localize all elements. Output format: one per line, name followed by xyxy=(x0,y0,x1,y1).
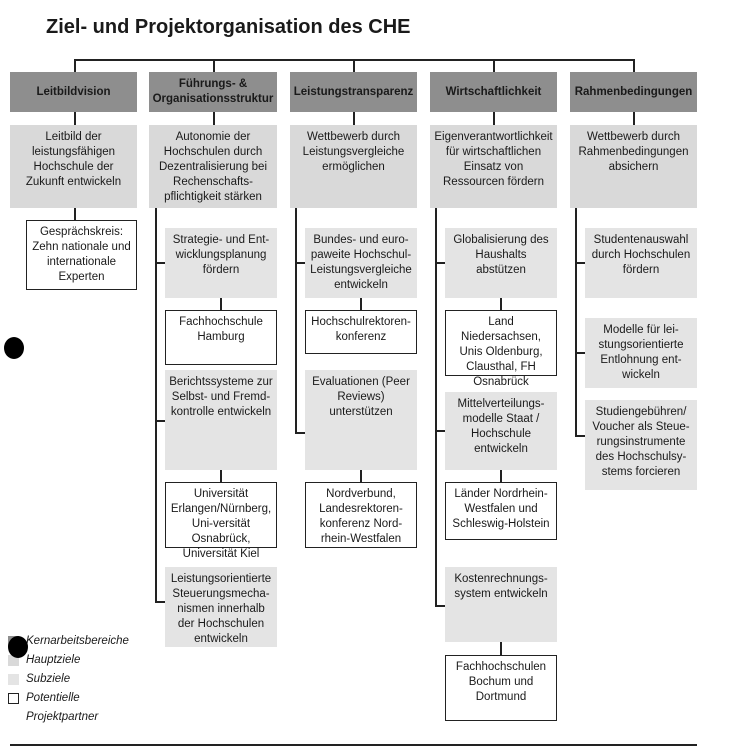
branch xyxy=(575,262,585,264)
branch xyxy=(435,262,445,264)
bottom-rule xyxy=(10,744,697,746)
swatch-medium xyxy=(8,655,19,666)
swatch-light xyxy=(8,674,19,685)
punch-hole-mark xyxy=(8,636,28,658)
main-goal: Eigenverantwortlichkeit für wirtschaftli… xyxy=(430,125,557,208)
partner-box: Fachhochschule Hamburg xyxy=(165,310,277,365)
branch xyxy=(575,435,585,437)
legend-label: Kernarbeitsbereiche xyxy=(26,635,129,647)
connector xyxy=(360,470,362,482)
legend-item-partner-cont: Projektpartner xyxy=(8,708,129,727)
partner-box: Universität Erlangen/Nürnberg, Uni-versi… xyxy=(165,482,277,560)
legend: Kernarbeitsbereiche Hauptziele Subziele … xyxy=(8,632,129,727)
header-leitbildvision: Leitbildvision xyxy=(10,72,137,112)
connector xyxy=(353,112,355,125)
branch xyxy=(155,262,165,264)
legend-item-haupt: Hauptziele xyxy=(8,651,129,670)
connector xyxy=(360,298,362,310)
connector xyxy=(633,112,635,125)
main-goal: Autonomie der Hochschulen durch Dezentra… xyxy=(149,125,277,208)
header-fuehrungsstruktur: Führungs- & Organisationsstruktur xyxy=(149,72,277,112)
main-goal: Leitbild der leistungsfähigen Hochschule… xyxy=(10,125,137,208)
sub-goal: Kostenrechnungs-system entwickeln xyxy=(445,567,557,642)
partner-box: Hochschulrektoren-konferenz xyxy=(305,310,417,354)
connector xyxy=(493,112,495,125)
sub-goal: Studiengebühren/ Voucher als Steue-rungs… xyxy=(585,400,697,490)
main-goal: Wettbewerb durch Leistungsvergleiche erm… xyxy=(290,125,417,208)
spine xyxy=(295,208,297,433)
branch xyxy=(435,430,445,432)
connector xyxy=(213,112,215,125)
swatch-outline xyxy=(8,693,19,704)
connector xyxy=(74,59,76,72)
legend-label: Hauptziele xyxy=(26,654,81,666)
connector xyxy=(220,470,222,482)
branch xyxy=(155,601,165,603)
branch xyxy=(155,420,165,422)
connector xyxy=(500,642,502,655)
legend-label: Potentielle xyxy=(26,692,80,704)
branch xyxy=(435,605,445,607)
legend-item-sub: Subziele xyxy=(8,670,129,689)
partner-box: Nordverbund, Landesrektoren-konferenz No… xyxy=(305,482,417,548)
sub-goal: Evaluationen (Peer Reviews) unterstützen xyxy=(305,370,417,470)
partner-box: Gesprächskreis: Zehn nationale und inter… xyxy=(26,220,137,290)
connector xyxy=(213,59,215,72)
main-goal: Wettbewerb durch Rahmenbedingungen absic… xyxy=(570,125,697,208)
connector xyxy=(500,470,502,482)
legend-item-partner: Potentielle xyxy=(8,689,129,708)
sub-goal: Strategie- und Ent-wicklungsplanung förd… xyxy=(165,228,277,298)
punch-hole-mark xyxy=(4,337,24,359)
connector xyxy=(74,208,76,220)
sub-goal: Bundes- und euro-paweite Hochschul-Leist… xyxy=(305,228,417,298)
partner-box: Länder Nordrhein-Westfalen und Schleswig… xyxy=(445,482,557,540)
connector xyxy=(493,59,495,72)
sub-goal: Berichtssysteme zur Selbst- und Fremd-ko… xyxy=(165,370,277,470)
branch xyxy=(295,432,305,434)
connector xyxy=(220,298,222,310)
connector xyxy=(74,112,76,125)
sub-goal: Studentenauswahl durch Hochschulen förde… xyxy=(585,228,697,298)
sub-goal: Modelle für lei-stungsorientierte Entloh… xyxy=(585,318,697,388)
partner-box: Fachhochschulen Bochum und Dortmund xyxy=(445,655,557,721)
sub-goal: Globalisierung des Haushalts abstützen xyxy=(445,228,557,298)
header-leistungstransparenz: Leistungstransparenz xyxy=(290,72,417,112)
branch xyxy=(295,262,305,264)
connector xyxy=(633,59,635,72)
sub-goal: Leistungsorientierte Steuerungsmecha-nis… xyxy=(165,567,277,647)
header-wirtschaftlichkeit: Wirtschaftlichkeit xyxy=(430,72,557,112)
spine xyxy=(155,208,157,602)
connector xyxy=(353,59,355,72)
page-title: Ziel- und Projektorganisation des CHE xyxy=(46,16,411,38)
header-rahmenbedingungen: Rahmenbedingungen xyxy=(570,72,697,112)
spine xyxy=(435,208,437,606)
connector xyxy=(500,298,502,310)
swatch-spacer xyxy=(8,712,19,723)
legend-label: Subziele xyxy=(26,673,71,685)
sub-goal: Mittelverteilungs-modelle Staat / Hochsc… xyxy=(445,392,557,470)
partner-box: Land Niedersachsen, Unis Oldenburg, Clau… xyxy=(445,310,557,388)
legend-label: Projektpartner xyxy=(26,711,99,723)
branch xyxy=(575,352,585,354)
spine xyxy=(575,208,577,436)
